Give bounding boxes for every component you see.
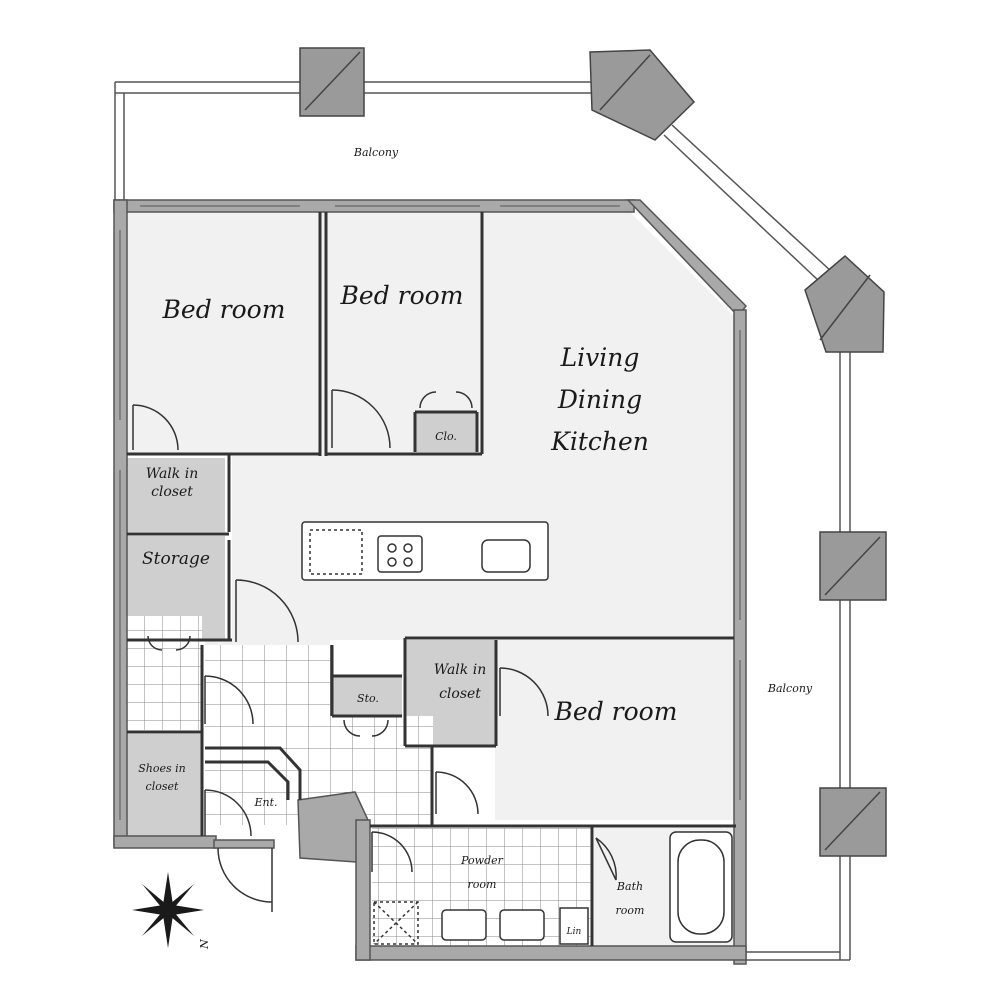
walkin-1-label-b: closet xyxy=(151,484,193,500)
powder-room-label-b: room xyxy=(468,878,497,891)
balcony-top xyxy=(114,81,851,961)
bedroom-2-label: Bed room xyxy=(340,281,464,310)
walkin-2-label-a: Walk in xyxy=(434,662,486,678)
shoes-closet-label-b: closet xyxy=(146,780,179,793)
entrance-label: Ent. xyxy=(253,796,277,809)
bedroom-3-label: Bed room xyxy=(554,697,678,726)
north-label: N xyxy=(198,939,211,950)
ldk-label-kitchen: Kitchen xyxy=(550,427,649,456)
balcony-columns xyxy=(299,47,887,857)
compass-rose-icon xyxy=(132,872,204,948)
bedroom-1-label: Bed room xyxy=(162,295,286,324)
closet-label: Clo. xyxy=(435,430,457,443)
bath-fixtures xyxy=(373,831,733,945)
bath-room-label-a: Bath xyxy=(616,880,643,893)
shoes-closet-label-a: Shoes in xyxy=(138,762,186,775)
ldk-label-dining: Dining xyxy=(557,385,642,414)
bath-room-label-b: room xyxy=(616,904,645,917)
kitchen-island xyxy=(301,521,549,581)
linen-label: Lin xyxy=(566,927,582,937)
window-marks xyxy=(119,205,741,820)
exterior-walls xyxy=(113,199,748,965)
balcony-top-label: Balcony xyxy=(353,146,399,159)
walkin-2-label-b: closet xyxy=(439,686,481,702)
powder-room-label-a: Powder xyxy=(460,854,504,867)
doors xyxy=(132,389,617,912)
interior-walls xyxy=(127,212,736,946)
walkin-1-label-a: Walk in xyxy=(146,466,198,482)
ldk-label-living: Living xyxy=(560,343,640,372)
balcony-right-label: Balcony xyxy=(767,682,813,695)
storage-label: Storage xyxy=(142,549,210,569)
storage-small-label: Sto. xyxy=(357,692,379,705)
